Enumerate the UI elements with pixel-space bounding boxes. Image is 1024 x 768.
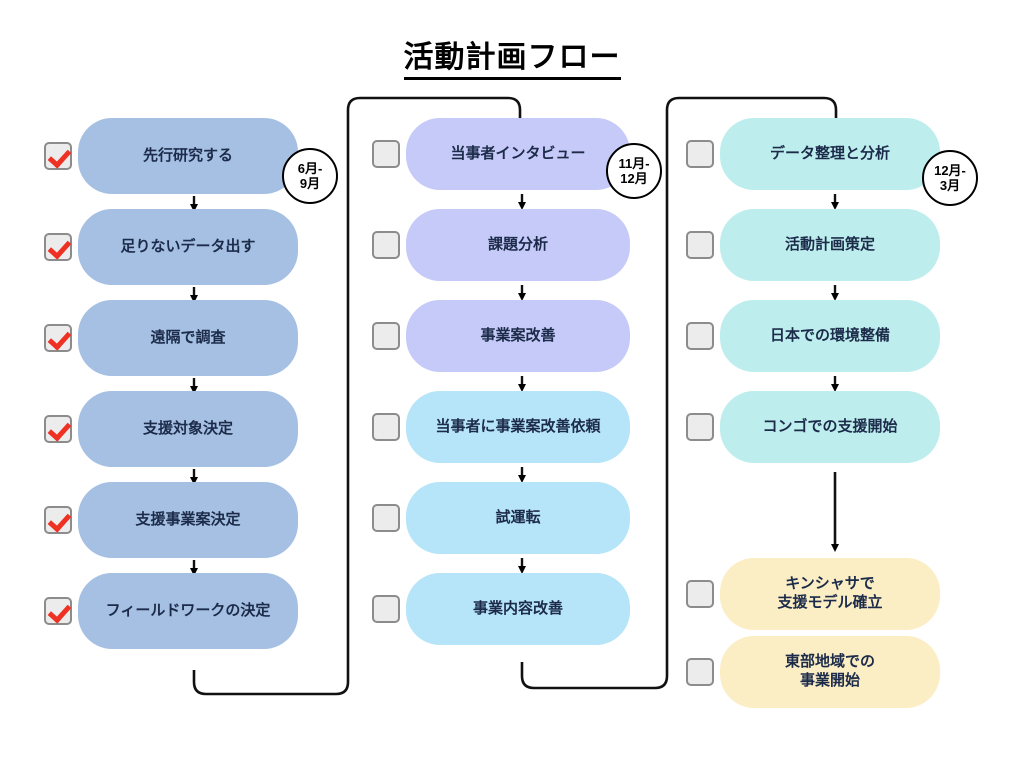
checkbox-unchecked-icon[interactable]: [686, 231, 714, 259]
task-row[interactable]: キンシャサで 支援モデル確立: [686, 558, 940, 630]
task-pill[interactable]: 足りないデータ出す: [78, 209, 298, 285]
checkbox-checked-icon[interactable]: [44, 597, 72, 625]
task-row[interactable]: 事業案改善: [372, 300, 630, 372]
checkbox-unchecked-icon[interactable]: [686, 140, 714, 168]
task-row[interactable]: フィールドワークの決定: [44, 573, 298, 649]
period-badge-3: 12月- 3月: [922, 150, 978, 206]
task-pill[interactable]: フィールドワークの決定: [78, 573, 298, 649]
task-row[interactable]: 活動計画策定: [686, 209, 940, 281]
checkbox-unchecked-icon[interactable]: [372, 595, 400, 623]
phase-column-3: データ整理と分析 活動計画策定 日本での環境整備 コンゴでの支援開始 キンシャサ…: [686, 118, 940, 727]
checkbox-unchecked-icon[interactable]: [372, 322, 400, 350]
task-pill[interactable]: 東部地域での 事業開始: [720, 636, 940, 708]
task-row[interactable]: 課題分析: [372, 209, 630, 281]
period-badge-2: 11月- 12月: [606, 143, 662, 199]
period-badge-line1: 12月-: [934, 162, 966, 178]
task-pill[interactable]: データ整理と分析: [720, 118, 940, 190]
task-label-line2: 事業開始: [799, 672, 860, 689]
task-pill[interactable]: 支援事業案決定: [78, 482, 298, 558]
task-label-line1: 東部地域での: [784, 653, 875, 671]
period-badge-line1: 6月-: [297, 160, 323, 176]
task-row[interactable]: 支援対象決定: [44, 391, 298, 467]
checkbox-unchecked-icon[interactable]: [686, 658, 714, 686]
task-pill[interactable]: 遠隔で調査: [78, 300, 298, 376]
task-row[interactable]: 足りないデータ出す: [44, 209, 298, 285]
period-badge-line1: 11月-: [618, 155, 650, 171]
phase-column-1: 先行研究する 足りないデータ出す 遠隔で調査 支援対象決定 支援事業案決定 フィ…: [44, 118, 298, 664]
task-pill[interactable]: 事業案改善: [406, 300, 630, 372]
task-pill[interactable]: 支援対象決定: [78, 391, 298, 467]
task-row[interactable]: 先行研究する: [44, 118, 298, 194]
task-row[interactable]: 東部地域での 事業開始: [686, 636, 940, 708]
phase-column-2: 当事者インタビュー 課題分析 事業案改善 当事者に事業案改善依頼 試運転 事業内…: [372, 118, 630, 664]
task-label-line1: キンシャサで: [785, 575, 875, 593]
page-title: 活動計画フロー: [0, 32, 1024, 80]
task-pill[interactable]: 先行研究する: [78, 118, 298, 194]
task-row[interactable]: 支援事業案決定: [44, 482, 298, 558]
checkbox-checked-icon[interactable]: [44, 415, 72, 443]
task-pill[interactable]: 課題分析: [406, 209, 630, 281]
task-pill[interactable]: 当事者に事業案改善依頼: [406, 391, 630, 463]
task-row[interactable]: 日本での環境整備: [686, 300, 940, 372]
period-badge-1: 6月- 9月: [282, 148, 338, 204]
task-row[interactable]: 当事者に事業案改善依頼: [372, 391, 630, 463]
task-pill[interactable]: 事業内容改善: [406, 573, 630, 645]
task-row[interactable]: コンゴでの支援開始: [686, 391, 940, 463]
checkbox-unchecked-icon[interactable]: [686, 580, 714, 608]
task-row[interactable]: 遠隔で調査: [44, 300, 298, 376]
task-row[interactable]: 事業内容改善: [372, 573, 630, 645]
task-row[interactable]: 当事者インタビュー: [372, 118, 630, 190]
task-row[interactable]: データ整理と分析: [686, 118, 940, 190]
period-badge-line2: 3月: [939, 178, 961, 193]
period-badge-line2: 12月: [620, 171, 648, 186]
page-title-text: 活動計画フロー: [403, 41, 621, 80]
task-pill[interactable]: コンゴでの支援開始: [720, 391, 940, 463]
checkbox-unchecked-icon[interactable]: [372, 413, 400, 441]
checkbox-unchecked-icon[interactable]: [372, 231, 400, 259]
period-badge-line2: 9月: [299, 176, 321, 191]
task-pill[interactable]: 日本での環境整備: [720, 300, 940, 372]
checkbox-checked-icon[interactable]: [44, 506, 72, 534]
task-pill[interactable]: キンシャサで 支援モデル確立: [720, 558, 940, 630]
task-pill[interactable]: 活動計画策定: [720, 209, 940, 281]
task-row[interactable]: 試運転: [372, 482, 630, 554]
task-label-line2: 支援モデル確立: [777, 594, 883, 611]
task-pill[interactable]: 試運転: [406, 482, 630, 554]
checkbox-unchecked-icon[interactable]: [372, 140, 400, 168]
checkbox-checked-icon[interactable]: [44, 142, 72, 170]
checkbox-unchecked-icon[interactable]: [686, 413, 714, 441]
checkbox-checked-icon[interactable]: [44, 324, 72, 352]
checkbox-checked-icon[interactable]: [44, 233, 72, 261]
task-pill[interactable]: 当事者インタビュー: [406, 118, 630, 190]
checkbox-unchecked-icon[interactable]: [372, 504, 400, 532]
checkbox-unchecked-icon[interactable]: [686, 322, 714, 350]
